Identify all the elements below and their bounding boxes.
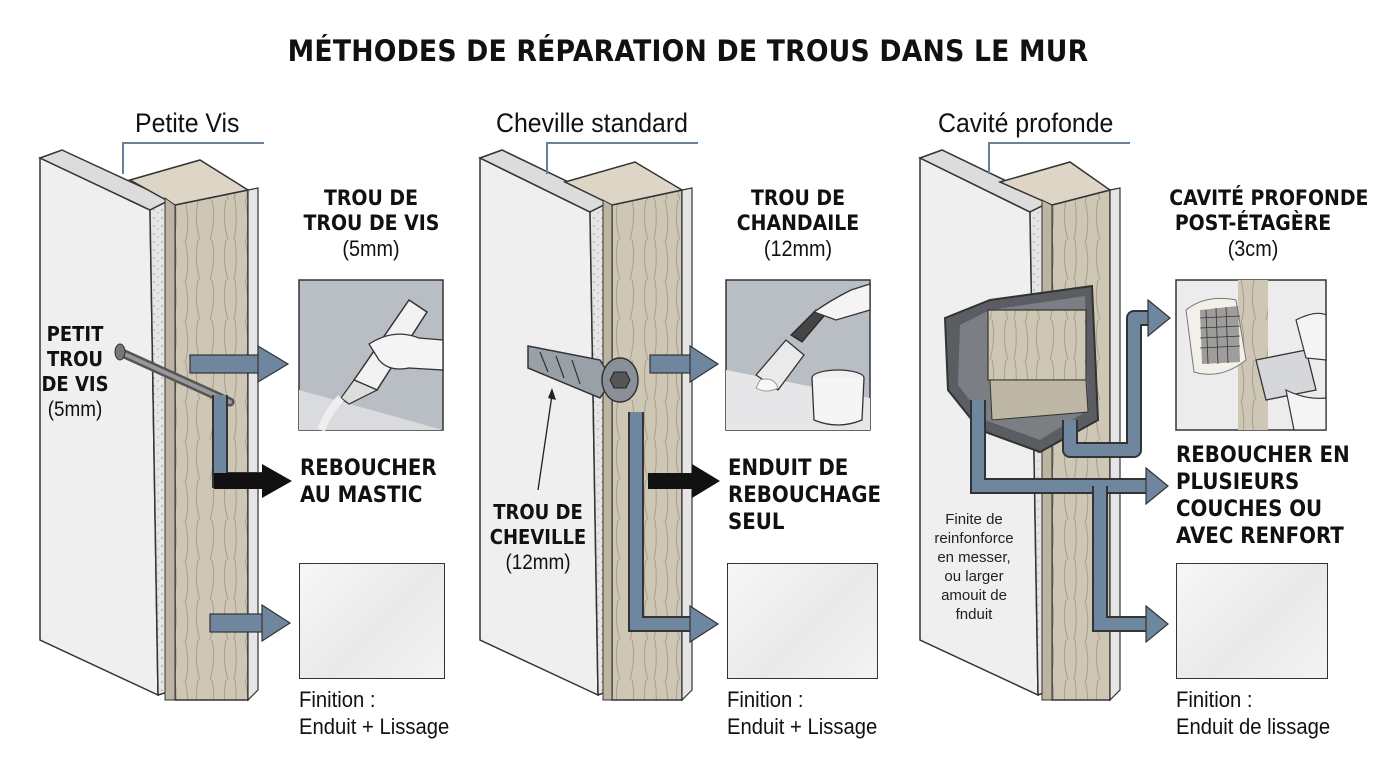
finish-label-2: Finition : Enduit + Lissage bbox=[727, 687, 878, 739]
arrow-to-action-1 bbox=[212, 395, 292, 498]
wall-anchor-icon bbox=[527, 345, 639, 403]
result-panel-1 bbox=[299, 563, 445, 679]
note-reinforcement: Finite de reinfonforce en messer, ou lar… bbox=[934, 511, 1014, 623]
section-bracket-2 bbox=[546, 142, 698, 174]
arrow-to-mesh-panel bbox=[1062, 298, 1171, 458]
mesh-patch-illustration bbox=[1175, 279, 1327, 431]
finish-label-3: Finition : Enduit de lissage bbox=[1176, 687, 1331, 739]
arrow-to-result-2 bbox=[628, 412, 720, 644]
result-panel-2 bbox=[727, 563, 878, 679]
result-panel-3 bbox=[1176, 563, 1328, 679]
section-bracket-3 bbox=[988, 142, 1130, 174]
action-enduit-seul: ENDUIT DE REBOUCHAGE SEUL bbox=[728, 456, 881, 535]
hole-heading-1: TROU DE TROU DE VIS (5mm) bbox=[303, 186, 440, 261]
caulk-application-illustration bbox=[298, 279, 444, 432]
action-reboucher-couches: REBOUCHER EN PLUSIEURS COUCHES OU AVEC R… bbox=[1176, 443, 1350, 549]
section-label-cheville: Cheville standard bbox=[496, 108, 688, 138]
arrow-to-result-1 bbox=[209, 603, 292, 643]
putty-knife-illustration bbox=[725, 279, 871, 431]
section-label-petite-vis: Petite Vis bbox=[135, 108, 240, 138]
arrow-to-result-3 bbox=[1092, 486, 1169, 644]
arrow-to-knife-panel bbox=[649, 344, 720, 384]
screw-icon bbox=[114, 343, 235, 407]
wall-section-1 bbox=[38, 149, 259, 702]
section-bracket-1 bbox=[122, 142, 264, 174]
callout-trou-de-cheville: TROU DE CHEVILLE (12mm) bbox=[489, 500, 587, 574]
section-label-cavite: Cavité profonde bbox=[938, 108, 1114, 138]
hole-heading-2: TROU DE CHANDAILE (12mm) bbox=[736, 186, 860, 261]
arrow-to-caulk-panel bbox=[189, 344, 290, 384]
hole-heading-3: CAVITÉ PROFONDE POST-ÉTAGÈRE (3cm) bbox=[1169, 186, 1369, 261]
action-reboucher-mastic: REBOUCHER AU MASTIC bbox=[300, 456, 437, 508]
arrow-to-action-2 bbox=[648, 464, 720, 498]
callout-petit-trou-de-vis: PETIT TROU DE VIS (5mm) bbox=[41, 322, 109, 421]
arrow-to-action-3 bbox=[970, 400, 1169, 506]
finish-label-1: Finition : Enduit + Lissage bbox=[299, 687, 450, 739]
page-title: MÉTHODES DE RÉPARATION DE TROUS DANS LE … bbox=[287, 34, 1089, 68]
